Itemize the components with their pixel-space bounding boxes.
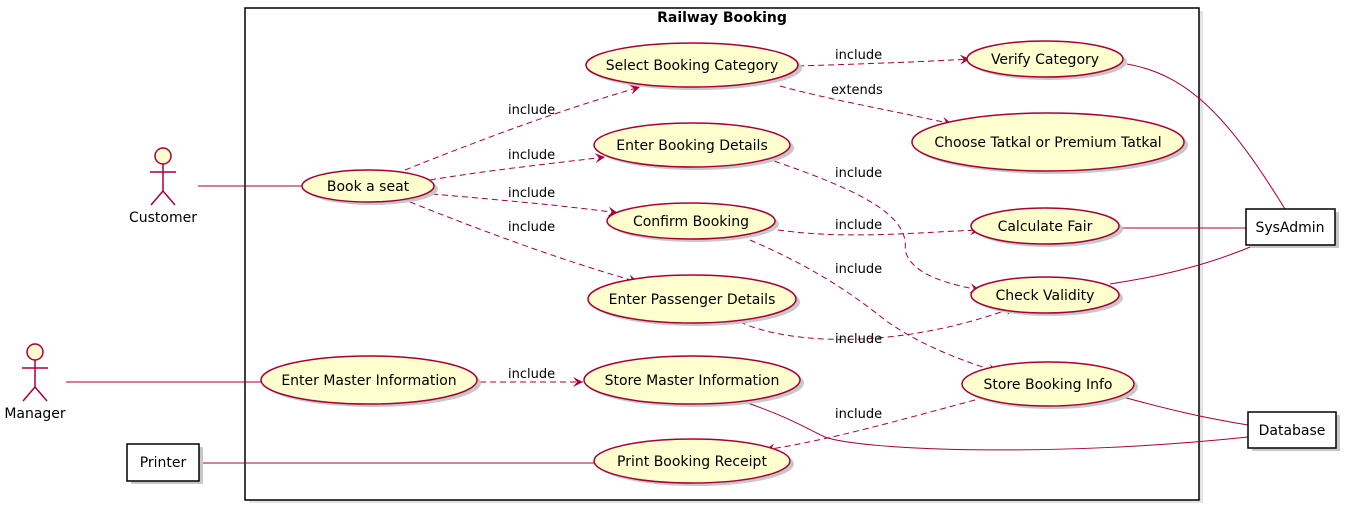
system-title: Railway Booking — [657, 10, 787, 26]
dep-confirm-fair — [777, 225, 981, 236]
system-boundary: Railway Booking — [244, 7, 1203, 503]
label-include: include — [508, 220, 555, 235]
dep-book-passenger — [409, 201, 639, 285]
associations — [66, 63, 1286, 464]
uc-enter-booking-details-label: Enter Booking Details — [616, 138, 768, 154]
uc-print-receipt[interactable]: Print Booking Receipt — [593, 438, 794, 486]
dependency-labels: include include include include include … — [508, 48, 883, 422]
uc-select-category[interactable]: Select Booking Category — [585, 42, 802, 90]
uc-store-booking-info[interactable]: Store Booking Info — [961, 361, 1138, 409]
label-include: include — [835, 407, 882, 422]
node-printer-label: Printer — [140, 455, 187, 471]
uc-store-master-info-label: Store Master Information — [605, 373, 780, 389]
dependencies — [404, 54, 1016, 454]
uc-enter-passenger-details[interactable]: Enter Passenger Details — [587, 274, 800, 326]
label-include: include — [835, 332, 882, 347]
use-cases: Book a seat Select Booking Category Veri… — [260, 40, 1188, 486]
uc-check-validity-label: Check Validity — [996, 288, 1095, 304]
dep-storebooking-print — [764, 399, 976, 454]
uc-calculate-fair[interactable]: Calculate Fair — [970, 207, 1123, 247]
label-extends: extends — [831, 83, 883, 98]
node-sysadmin[interactable]: SysAdmin — [1245, 208, 1339, 248]
actor-customer[interactable]: Customer — [129, 147, 197, 226]
uc-verify-category-label: Verify Category — [991, 52, 1099, 68]
uc-store-booking-info-label: Store Booking Info — [984, 377, 1113, 393]
uc-verify-category[interactable]: Verify Category — [966, 40, 1127, 80]
node-database-label: Database — [1259, 423, 1326, 439]
assoc-verify-sysadmin — [1126, 63, 1286, 210]
assoc-storebooking-database — [1122, 396, 1249, 426]
uc-check-validity[interactable]: Check Validity — [970, 276, 1123, 316]
uc-print-receipt-label: Print Booking Receipt — [617, 454, 767, 470]
assoc-storemaster-database — [744, 401, 1249, 451]
dep-book-details — [429, 153, 606, 181]
assoc-validity-sysadmin — [1109, 244, 1256, 285]
dep-details-validity — [764, 157, 981, 294]
uc-store-master-info[interactable]: Store Master Information — [583, 355, 804, 407]
label-include: include — [508, 367, 555, 382]
label-include: include — [835, 218, 882, 233]
uc-select-category-label: Select Booking Category — [606, 58, 779, 74]
stick-figure-icon — [150, 147, 176, 206]
node-sysadmin-label: SysAdmin — [1255, 220, 1324, 236]
uc-book-seat[interactable]: Book a seat — [301, 169, 438, 205]
uc-enter-booking-details[interactable]: Enter Booking Details — [593, 122, 794, 170]
label-include: include — [835, 262, 882, 277]
dep-book-confirm — [431, 193, 619, 217]
uc-confirm-booking[interactable]: Confirm Booking — [606, 202, 779, 242]
uc-book-seat-label: Book a seat — [327, 179, 410, 195]
label-include: include — [835, 166, 882, 181]
label-include: include — [508, 186, 555, 201]
uc-confirm-booking-label: Confirm Booking — [633, 214, 749, 230]
stick-figure-icon — [22, 343, 48, 402]
uc-choose-tatkal-label: Choose Tatkal or Premium Tatkal — [934, 135, 1161, 151]
dep-passenger-validity — [739, 305, 1016, 340]
uc-enter-master-info[interactable]: Enter Master Information — [260, 355, 481, 407]
dep-book-select — [404, 84, 641, 171]
label-include: include — [835, 48, 882, 63]
actor-manager[interactable]: Manager — [4, 343, 66, 422]
actor-manager-label: Manager — [4, 406, 66, 422]
uc-enter-passenger-details-label: Enter Passenger Details — [609, 292, 776, 308]
dep-select-verify — [797, 54, 971, 67]
uc-choose-tatkal[interactable]: Choose Tatkal or Premium Tatkal — [911, 112, 1188, 174]
label-include: include — [508, 148, 555, 163]
dep-confirm-storebooking — [749, 239, 999, 374]
uc-calculate-fair-label: Calculate Fair — [998, 219, 1093, 235]
label-include: include — [508, 103, 555, 118]
node-database[interactable]: Database — [1247, 411, 1340, 451]
uc-enter-master-info-label: Enter Master Information — [281, 373, 456, 389]
node-printer[interactable]: Printer — [126, 443, 203, 484]
actor-customer-label: Customer — [129, 210, 197, 226]
